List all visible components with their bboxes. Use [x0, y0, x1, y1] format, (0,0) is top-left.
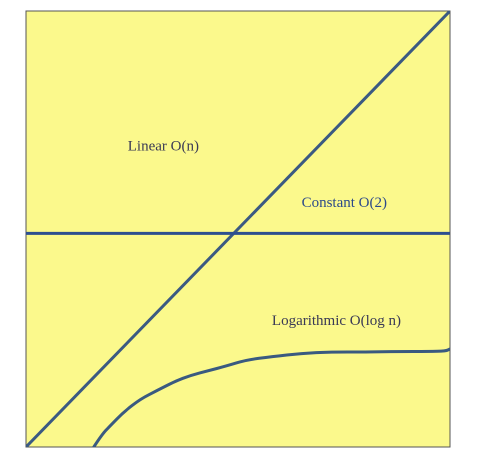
logarithmic-label: Logarithmic O(log n) [272, 313, 401, 329]
linear-series-line [26, 11, 450, 447]
constant-label: Constant O(2) [302, 195, 387, 211]
linear-label: Linear O(n) [128, 139, 199, 155]
logarithmic-series-line [92, 347, 450, 447]
